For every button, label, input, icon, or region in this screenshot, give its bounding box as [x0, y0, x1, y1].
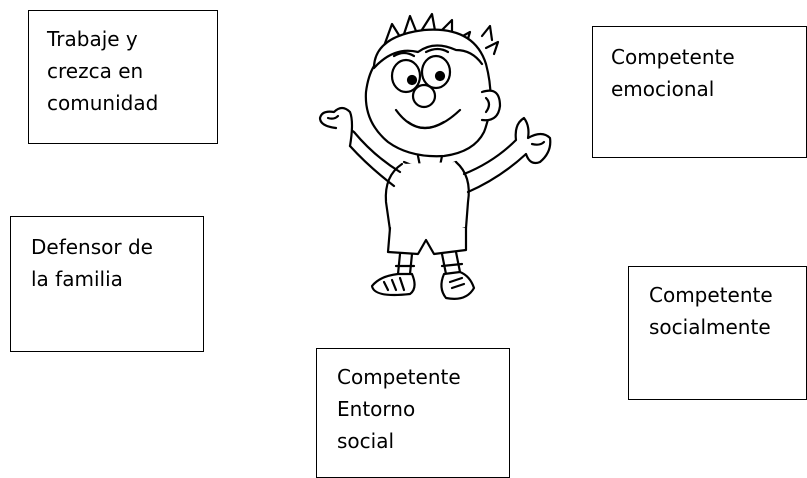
box-line: Competente [337, 365, 461, 389]
box-line: social [337, 429, 395, 453]
box-trabaje-y-crezca: Trabaje y crezca en comunidad [28, 10, 218, 144]
box-line: Trabaje y [47, 27, 138, 51]
box-defensor-familia: Defensor de la familia [10, 216, 204, 352]
box-line: la familia [31, 267, 123, 291]
box-line: crezca en [47, 59, 144, 83]
box-competente-entorno-social: Competente Entorno social [316, 348, 510, 478]
box-line: emocional [611, 77, 715, 101]
box-line: Defensor de [31, 235, 153, 259]
box-line: comunidad [47, 91, 159, 115]
box-line: Competente [611, 45, 735, 69]
box-competente-socialmente: Competente socialmente [628, 266, 807, 400]
box-line: Competente [649, 283, 773, 307]
box-line: Entorno [337, 397, 416, 421]
box-competente-emocional: Competente emocional [592, 26, 807, 158]
cartoon-boy-icon [314, 6, 554, 306]
box-line: socialmente [649, 315, 771, 339]
